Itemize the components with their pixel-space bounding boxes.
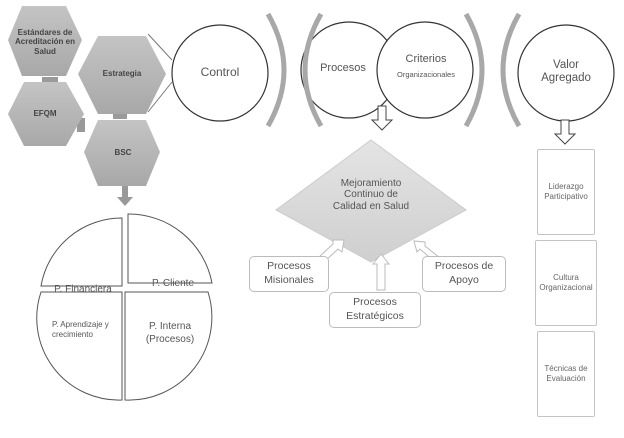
- hex-estrategia-label: Estrategia: [102, 69, 142, 79]
- connector-line: [147, 81, 173, 113]
- pie-interna[interactable]: [124, 291, 213, 401]
- pie-cliente[interactable]: [127, 213, 213, 284]
- box-cultura[interactable]: Cultura Organizacional: [535, 240, 597, 326]
- hex-estandares-label: Estándares de Acreditación en Salud: [14, 28, 75, 56]
- hex-bsc[interactable]: [84, 120, 160, 186]
- up-arrow-icon: [371, 253, 391, 291]
- bsc-arrow-head: [117, 197, 133, 206]
- pie-financiera[interactable]: [40, 217, 123, 287]
- box-liderazgo[interactable]: Liderazgo Participativo: [537, 149, 595, 235]
- arc-separator: [265, 12, 287, 128]
- hex-connector: [113, 113, 127, 119]
- down-arrow-icon: [553, 119, 577, 145]
- circle-procesos-label: Procesos: [320, 61, 366, 74]
- pie-interna-label: P. Interna (Procesos): [145, 321, 195, 345]
- arc-separator: [302, 12, 324, 128]
- pie-financiera-label: P. Financiera: [54, 284, 112, 295]
- pie-cliente-label: P. Cliente: [151, 278, 195, 289]
- diamond-label: Mejoramiento Continuo de Calidad en Salu…: [332, 177, 410, 212]
- hex-efqm[interactable]: [8, 82, 84, 146]
- pie-aprendizaje[interactable]: [36, 291, 123, 401]
- circle-control-label: Control: [200, 65, 240, 80]
- diamond-mejoramiento[interactable]: [275, 139, 467, 263]
- circle-criterios[interactable]: [376, 21, 474, 119]
- hex-connector: [77, 118, 85, 132]
- hex-estrategia[interactable]: [78, 36, 166, 114]
- arc-separator: [463, 12, 485, 128]
- arc-separator: [500, 12, 522, 128]
- hex-bsc-label: BSC: [114, 148, 132, 158]
- hex-efqm-label: EFQM: [33, 109, 57, 119]
- down-arrow-icon: [370, 105, 394, 131]
- hex-connector: [42, 77, 58, 83]
- circle-criterios-label: Criterios: [405, 52, 447, 65]
- circle-criterios-sublabel: Organizacionales: [397, 69, 455, 79]
- box-procesos-misionales[interactable]: Procesos Misionales: [249, 256, 329, 292]
- circle-valor-label: Valor Agregado: [541, 58, 591, 84]
- box-procesos-apoyo[interactable]: Procesos de Apoyo: [422, 256, 506, 292]
- pie-aprendizaje-label: P. Aprendizaje y crecimiento: [52, 320, 109, 340]
- connector-line: [147, 33, 173, 61]
- box-procesos-estrategicos[interactable]: Procesos Estratégicos: [329, 292, 421, 328]
- bsc-arrow-shaft: [122, 186, 128, 198]
- circle-control[interactable]: [171, 24, 269, 122]
- box-tecnicas[interactable]: Técnicas de Evaluación: [537, 331, 595, 417]
- hex-estandares[interactable]: [8, 6, 82, 76]
